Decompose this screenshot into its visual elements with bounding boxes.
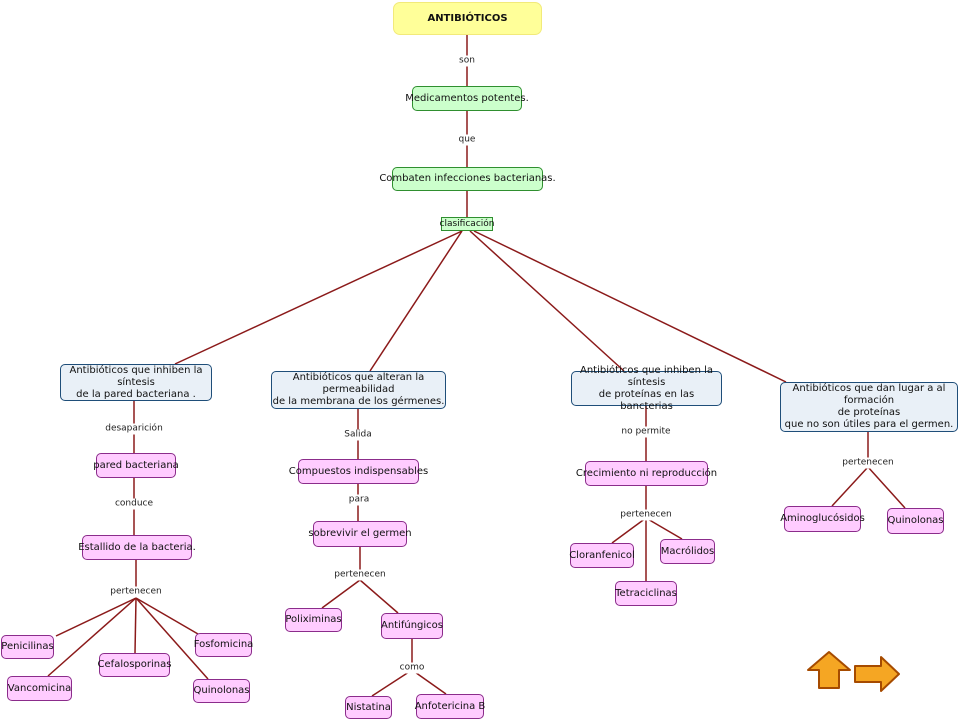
link-label-pertenecen-2: pertenecen	[332, 569, 388, 581]
link-label-desaparicion: desaparición	[103, 423, 165, 435]
link-label-que: que	[456, 134, 478, 146]
drug-cloranfenicol: Cloranfenicol	[569, 543, 635, 568]
concept-estallido: Estallido de la bacteria.	[78, 535, 196, 560]
category-sintesis-proteinas: Antibióticos que inhiben la síntesis de …	[571, 365, 722, 412]
concept-sobrevivir-germen: sobrevivir el germen	[308, 521, 412, 547]
link-label-como: como	[397, 662, 427, 674]
drug-fosfomicina: Fosfomicina	[194, 633, 253, 657]
link-label-pertenecen-4: pertenecen	[840, 457, 896, 469]
drug-aminoglucosidos: Aminoglucósidos	[780, 506, 865, 532]
link-label-son: son	[457, 55, 477, 67]
drug-macrolidos: Macrólidos	[660, 539, 715, 564]
arrow-right-icon	[854, 656, 900, 692]
concept-medicamentos-potentes: Medicamentos potentes.	[405, 86, 529, 111]
link-label-para: para	[346, 494, 372, 506]
concept-crecimiento: Crecimiento ni reproducción	[576, 461, 717, 486]
link-label-pertenecen-3: pertenecen	[618, 509, 674, 521]
drug-poliximinas: Poliximinas	[285, 608, 342, 632]
drug-nistatina: Nistatina	[345, 696, 392, 719]
concept-antifungicos: Antifúngicos	[381, 613, 443, 639]
category-permeabilidad: Antibióticos que alteran la permeabilida…	[271, 371, 446, 409]
drug-penicilinas: Penicilinas	[1, 635, 54, 659]
link-label-salida: Salida	[342, 429, 374, 441]
drug-vancomicina: Vancomicina	[7, 676, 72, 701]
category-pared-bacteriana: Antibióticos que inhiben la síntesis de …	[60, 364, 212, 401]
nav-next-button[interactable]	[853, 655, 901, 693]
drug-anfotericina-b: Anfotericina B	[415, 694, 485, 719]
category-proteinas-no-utiles: Antibióticos que dan lugar a al formació…	[780, 382, 958, 432]
nav-up-button[interactable]	[806, 650, 852, 690]
drug-cefalosporinas: Cefalosporinas	[98, 653, 171, 677]
concept-compuestos-indispensables: Compuestos indispensables	[289, 459, 428, 484]
link-label-pertenecen-1: pertenecen	[108, 586, 164, 598]
concept-clasificacion: clasificación	[439, 217, 495, 231]
drug-quinolonas-2: Quinolonas	[887, 508, 944, 534]
drug-tetraciclinas: Tetraciclinas	[615, 581, 677, 606]
link-label-conduce: conduce	[112, 498, 156, 510]
concept-combaten-infecciones: Combaten infecciones bacterianas.	[379, 167, 556, 191]
link-label-no-permite: no permite	[619, 426, 673, 438]
arrow-up-icon	[807, 651, 851, 689]
drug-quinolonas-1: Quinolonas	[193, 679, 250, 703]
root-concept: ANTIBIÓTICOS	[393, 2, 542, 35]
concept-pared-bacteriana: pared bacteriana	[93, 453, 179, 478]
